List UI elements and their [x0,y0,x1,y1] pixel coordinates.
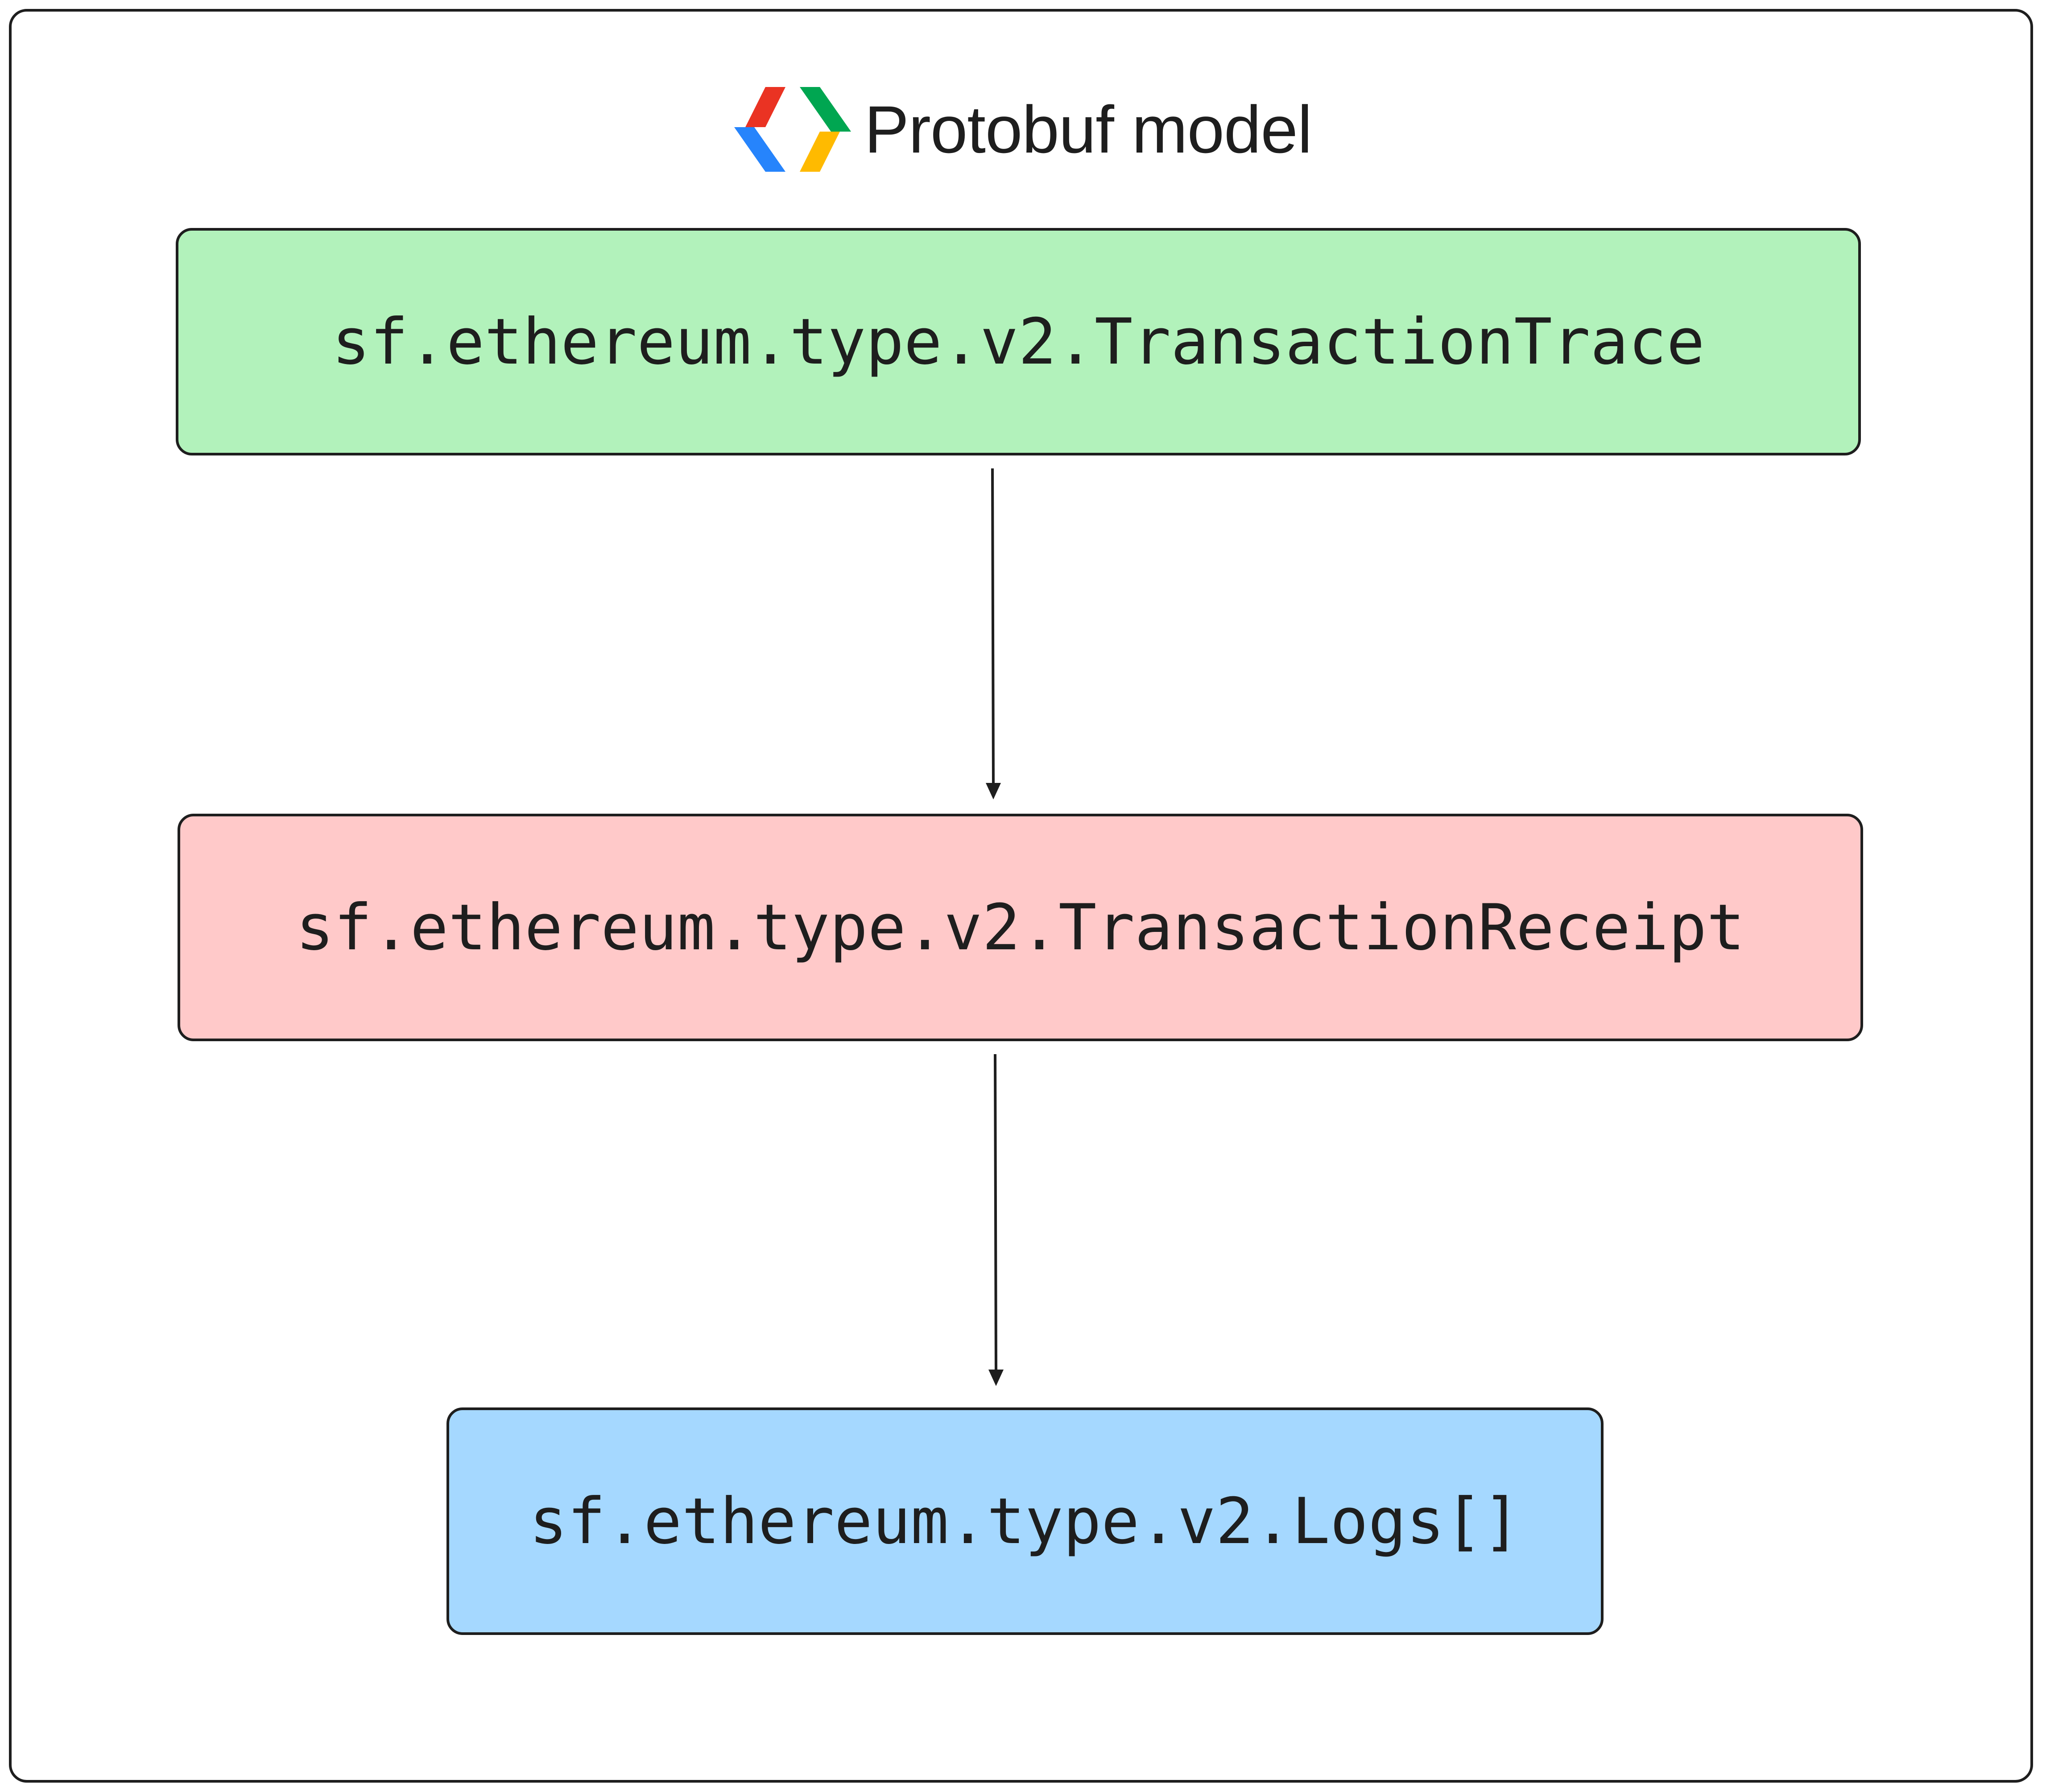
diagram-title: Protobuf model [864,91,1312,167]
diagram-header: Protobuf model [0,85,2046,174]
node-label: sf.ethereum.type.v2.TransactionReceipt [296,890,1745,964]
logo-blue-stroke [734,127,785,172]
node-transaction-receipt: sf.ethereum.type.v2.TransactionReceipt [178,814,1863,1041]
node-label: sf.ethereum.type.v2.TransactionTrace [332,305,1705,379]
logo-yellow-stroke [799,132,840,172]
protobuf-logo-icon [734,87,851,172]
node-transaction-trace: sf.ethereum.type.v2.TransactionTrace [176,228,1861,455]
logo-green-stroke [799,87,851,132]
node-label: sf.ethereum.type.v2.Logs[] [529,1484,1521,1558]
logo-red-stroke [745,87,785,127]
node-logs: sf.ethereum.type.v2.Logs[] [446,1407,1604,1635]
